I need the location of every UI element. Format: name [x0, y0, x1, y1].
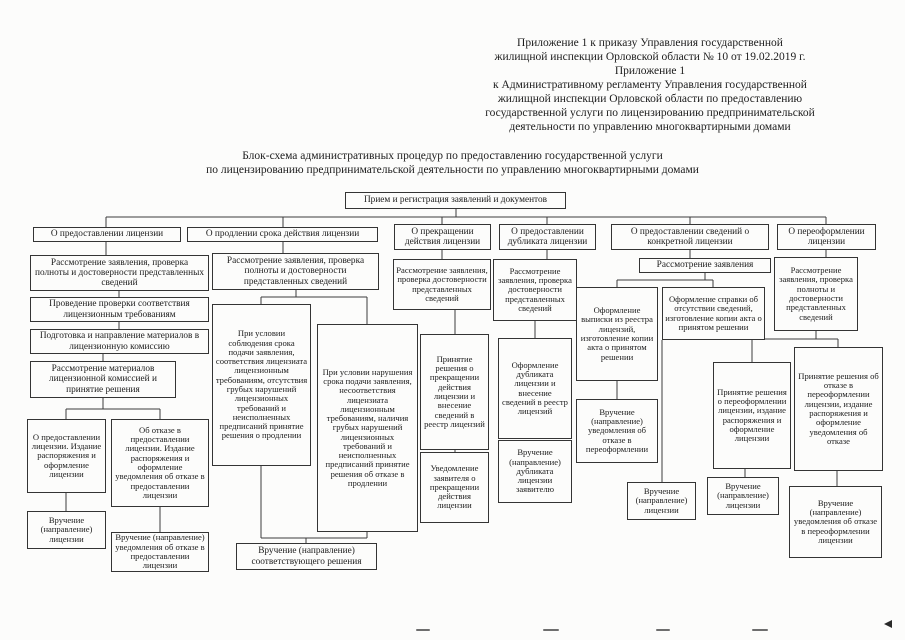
title-line: по лицензированию предпринимательской де… [206, 163, 699, 176]
branch-license-grant: О предоставлении лицензии [33, 227, 181, 242]
box-duplicate-issue: Оформление дубликата лицензии и внесение… [498, 338, 572, 439]
box-duplicate-delivery: Вручение (направление) дубликата лицензи… [498, 440, 572, 503]
box-reissue-refusal-delivery: Вручение (направление) уведомления об от… [789, 486, 882, 558]
header-line: жилищной инспекции Орловской области по … [497, 93, 803, 105]
box-extension-delivery: Вручение (направление) соответствующего … [236, 543, 377, 570]
box-reissue-decision-approve: Принятие решения о переоформлении лиценз… [713, 362, 791, 469]
box-info-absence-certificate: Оформление справки об отсутствии сведени… [662, 287, 765, 340]
branch-license-info: О предоставлении сведений о конкретной л… [611, 224, 769, 250]
box-grant-refusal-delivery: Вручение (направление) уведомления об от… [111, 532, 209, 572]
box-grant-license-delivery: Вручение (направление) лицензии [27, 511, 106, 549]
branch-license-duplicate: О предоставлении дубликата лицензии [499, 224, 596, 250]
title-line: Блок-схема административных процедур по … [242, 150, 663, 162]
box-termination-decision: Принятие решения о прекращении действия … [420, 334, 489, 450]
box-extension-decision-refuse: При условии нарушения срока подачи заявл… [317, 324, 418, 532]
flow-box-reception-registration: Прием и регистрация заявлений и документ… [345, 192, 566, 209]
box-duplicate-review: Рассмотрение заявления, проверка достове… [493, 259, 577, 321]
scan-artifact-dash [416, 629, 430, 631]
box-grant-compliance-check: Проведение проверки соответствия лицензи… [30, 297, 209, 322]
box-grant-materials-to-commission: Подготовка и направление материалов в ли… [30, 329, 209, 354]
box-grant-decision-refuse: Об отказе в предоставлении лицензии. Изд… [111, 419, 209, 507]
scan-artifact-corner-mark [884, 620, 892, 628]
box-grant-decision-issue: О предоставлении лицензии. Издание распо… [27, 419, 106, 493]
header-line: жилищной инспекции Орловской области № 1… [494, 51, 806, 63]
box-extension-review: Рассмотрение заявления, проверка полноты… [212, 253, 379, 290]
header-line: деятельности по управлению многоквартирн… [509, 121, 791, 133]
header-line: Приложение 1 [614, 65, 686, 77]
scan-artifact-dash [543, 629, 559, 631]
document-header: Приложение 1 к приказу Управления госуда… [350, 36, 905, 134]
box-termination-notify: Уведомление заявителя о прекращении дейс… [420, 452, 489, 523]
box-info-registry-extract: Оформление выписки из реестра лицензий, … [576, 287, 658, 381]
box-reissue-license-delivery: Вручение (направление) лицензии [707, 477, 779, 515]
box-info-delivery-right: Вручение (направление) лицензии [627, 482, 696, 520]
header-line: Приложение 1 к приказу Управления госуда… [517, 37, 783, 49]
branch-license-termination: О прекращении действия лицензии [394, 224, 491, 250]
branch-license-extension: О продлении срока действия лицензии [187, 227, 378, 242]
box-info-review: Рассмотрение заявления [639, 258, 771, 273]
box-grant-review: Рассмотрение заявления, проверка полноты… [30, 255, 209, 291]
box-reissue-decision-refuse: Принятие решения об отказе в переоформле… [794, 347, 883, 471]
box-reissue-review: Рассмотрение заявления, проверка полноты… [774, 257, 858, 331]
diagram-title: Блок-схема административных процедур по … [0, 150, 905, 177]
scan-artifact-dash [752, 629, 768, 631]
box-grant-commission-decision: Рассмотрение материалов лицензионной ком… [30, 361, 176, 398]
box-extension-decision-extend: При условии соблюдения срока подачи заяв… [212, 304, 311, 466]
branch-license-reissue: О переоформлении лицензии [777, 224, 876, 250]
header-line: к Административному регламенту Управлени… [493, 79, 807, 91]
header-line: государственной услуги по лицензированию… [485, 107, 815, 119]
box-termination-review: Рассмотрение заявления, проверка достове… [393, 259, 491, 310]
scan-artifact-dash [656, 629, 670, 631]
box-info-delivery-left: Вручение (направление) уведомления об от… [576, 399, 658, 463]
